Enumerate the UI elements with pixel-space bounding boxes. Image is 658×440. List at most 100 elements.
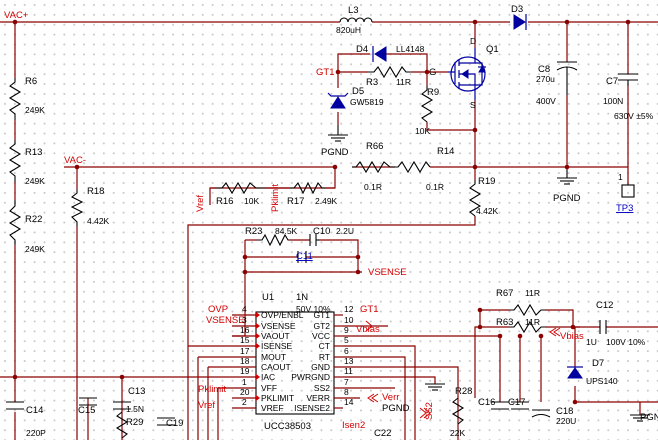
ref-c17: C17 [508,397,525,408]
net-vac-plus: VAC+ [4,10,29,21]
ref-r14: R14 [437,146,454,157]
ref-r17: R17 [287,196,304,207]
ic-pin-num: 8 [344,387,349,397]
ref-d7: D7 [592,358,604,369]
net-vbias-right: Vbias [560,331,584,342]
resistor-r28 [451,397,465,425]
ref-d4: D4 [356,44,368,55]
ref-c10: C10 [313,226,330,237]
ground-symbols [328,125,650,422]
val-r66: 0.1R [364,182,382,192]
resistors [8,65,545,439]
resistor-r17 [290,181,325,195]
ic-pin-num: 9 [344,325,349,335]
ref-q1: Q1 [486,44,499,55]
val-r9: 10K [415,126,430,136]
ref-r6: R6 [25,76,37,87]
ref-r28: R28 [455,386,472,397]
net-gt1-top: GT1 [316,67,334,78]
ref-c13: C13 [128,386,145,397]
ic-note2: 50V 10% [296,304,331,314]
val-d7: UPS140 [586,376,618,386]
net-s: S [470,100,476,110]
ground-pgnd-right [630,414,650,422]
ic-pin-name: VERR [306,393,330,403]
val-r16: 10K [244,196,259,206]
resistor-r23 [258,233,290,247]
ground-chip [425,383,445,391]
ic-pin-name: ISENSE [261,341,293,351]
resistor-r29 [115,411,129,439]
resistor-r19 [468,180,482,217]
ic-pin-num: 2 [242,397,247,407]
gnd-label-mid: PGND [553,193,581,204]
ic-pin-name: VSENSE [261,321,296,331]
ic-pin-name: OVP/ENBL [261,310,304,320]
ic-pin-name: PKLIMIT [261,393,294,403]
resistor-r9 [420,86,434,123]
ic-pin-num: 14 [344,397,354,407]
net-ovp: OVP [208,304,228,315]
net-flags [365,320,561,419]
capacitors [6,61,638,426]
val-c13: 1.5N [126,404,144,414]
resistor-r67 [510,303,545,317]
val-r6: 249K [25,105,45,115]
ref-c15: C15 [78,405,95,416]
ref-r66: R66 [366,141,383,152]
resistor-r14 [395,160,431,174]
val-r3: 11R [396,77,411,87]
ic-pin-name: GT1 [313,310,330,320]
val-c10: 2.2U [336,226,354,236]
ref-d5: D5 [352,86,364,97]
ic-pin-num: 18 [240,356,250,366]
gnd-label-left: PGND [321,147,349,158]
val-c8: 270u [536,74,555,84]
net-g: G [429,67,436,78]
val-r23: 84.5K [275,226,298,236]
ic-right-pins: GT1 12 GT2 10 VCC 9 CT 5 RT 6 GND 13 PWR… [291,304,353,413]
resistor-r63 [510,320,545,334]
testpoint-tp3 [621,184,635,198]
net-d: D [470,36,476,46]
ic-pin-num: 16 [240,325,250,335]
ref-r9: R9 [427,87,439,98]
ic-pin-name: CT [319,341,330,351]
val-r63: 11R [525,317,540,327]
val-c14: 220P [26,428,46,438]
ic-pin-name: IAC [261,372,275,382]
resistor-r3 [368,65,412,79]
net-pklimit-b: Pklimit [198,384,226,395]
ic-pin-name: ISENSE2 [294,403,330,413]
val-r13: 249K [25,176,45,186]
diodes [327,14,583,379]
ref-tp3: TP3 [616,203,633,214]
net-vac-minus: VAC- [64,155,86,166]
ic-pin-num: 4 [242,304,247,314]
ic-pin-name: VAOUT [261,331,290,341]
ref-c11: C11 [296,251,313,262]
ic-pin-name: RT [319,352,330,362]
ic-pin-num: 5 [344,335,349,345]
ic-pin-name: VFF [261,383,277,393]
ic-pin-num: 20 [240,387,250,397]
inductor-l3 [339,17,373,23]
ic-pin-num: 6 [344,346,349,356]
ref-r29: R29 [126,417,143,428]
ic-pin-name: GND [311,362,330,372]
net-pklimit-a: Pklimit [270,184,281,212]
ref-c18: C18 [556,406,573,417]
ref-r13: R13 [25,147,42,158]
net-vsense: VSENSE [368,267,407,278]
net-vsense-left: VSENSE [206,315,245,326]
volt-c12: 100V 10% [606,337,646,347]
net-gt1-chip: GT1 [360,304,378,315]
ground-pgnd-left [328,125,348,142]
ref-r19: R19 [478,176,495,187]
ic-pin-num: 7 [344,377,349,387]
ic-pin-name: PWRGND [291,372,330,382]
resistor-r22 [8,200,22,245]
ref-c12: C12 [596,300,613,311]
ic-pin-name: CAOUT [261,362,291,372]
